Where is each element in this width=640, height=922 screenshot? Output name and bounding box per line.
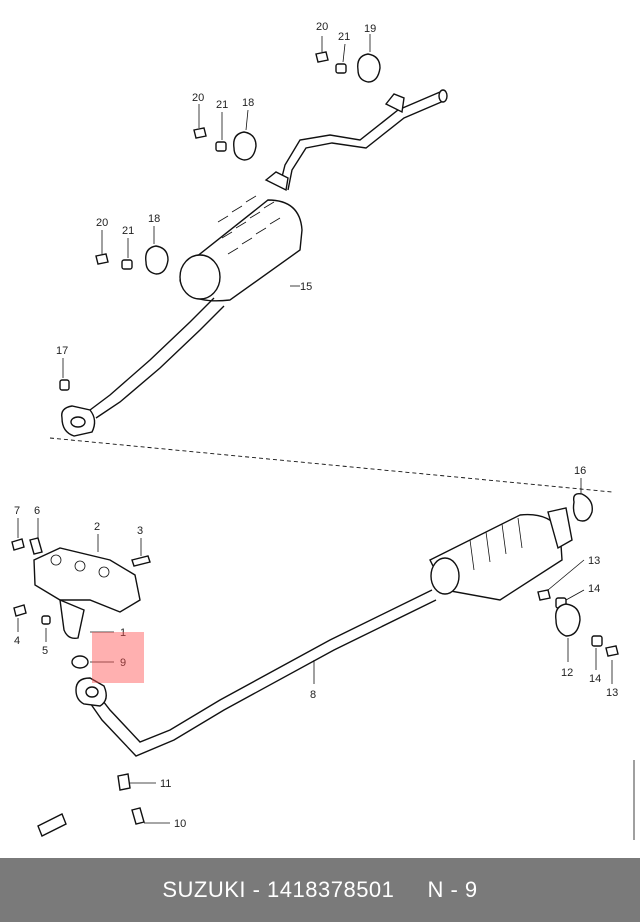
callout-1: 1 bbox=[120, 627, 126, 639]
hardware-lower bbox=[11, 537, 619, 837]
callout-14: 14 bbox=[589, 673, 601, 685]
callout-13: 13 bbox=[606, 687, 618, 699]
callout-14: 14 bbox=[588, 583, 600, 595]
callout-20: 20 bbox=[316, 21, 328, 33]
callout-10: 10 bbox=[174, 818, 186, 830]
callout-20: 20 bbox=[192, 92, 204, 104]
front-pipe-upper bbox=[61, 297, 225, 437]
hardware-upper bbox=[59, 51, 381, 391]
leader-lines bbox=[17, 34, 613, 824]
footer-part-text: SUZUKI - 1418378501 N - 9 bbox=[162, 877, 478, 902]
callout-12: 12 bbox=[561, 667, 573, 679]
callout-2: 2 bbox=[94, 521, 100, 533]
callout-8: 8 bbox=[310, 689, 316, 701]
callout-17: 17 bbox=[56, 345, 68, 357]
tail-pipe bbox=[264, 89, 448, 192]
callout-13: 13 bbox=[588, 555, 600, 567]
callout-labels: 20 21 19 20 21 18 20 21 18 15 17 16 7 6 … bbox=[14, 21, 618, 830]
callout-11: 11 bbox=[160, 778, 171, 790]
callout-21: 21 bbox=[122, 225, 134, 237]
catalytic-converter bbox=[429, 492, 593, 601]
callout-16: 16 bbox=[574, 465, 586, 477]
callout-19: 19 bbox=[364, 23, 376, 35]
callout-6: 6 bbox=[34, 505, 40, 517]
footer-bar: SUZUKI - 1418378501 N - 9 bbox=[0, 858, 640, 922]
part-highlight-box bbox=[92, 632, 144, 683]
callout-7: 7 bbox=[14, 505, 20, 517]
callout-18: 18 bbox=[242, 97, 254, 109]
exhaust-parts-diagram: 20 21 19 20 21 18 20 21 18 15 17 16 7 6 … bbox=[11, 21, 635, 840]
front-pipe-lower bbox=[75, 589, 437, 757]
callout-5: 5 bbox=[42, 645, 48, 657]
callout-3: 3 bbox=[137, 525, 143, 537]
callout-4: 4 bbox=[14, 635, 20, 647]
callout-20: 20 bbox=[96, 217, 108, 229]
callout-21: 21 bbox=[216, 99, 228, 111]
muffler bbox=[179, 195, 303, 302]
callout-21: 21 bbox=[338, 31, 350, 43]
callout-15: 15 bbox=[300, 281, 312, 293]
callout-18: 18 bbox=[148, 213, 160, 225]
manifold bbox=[33, 547, 141, 640]
connection-line bbox=[49, 437, 613, 493]
callout-9: 9 bbox=[120, 657, 126, 669]
